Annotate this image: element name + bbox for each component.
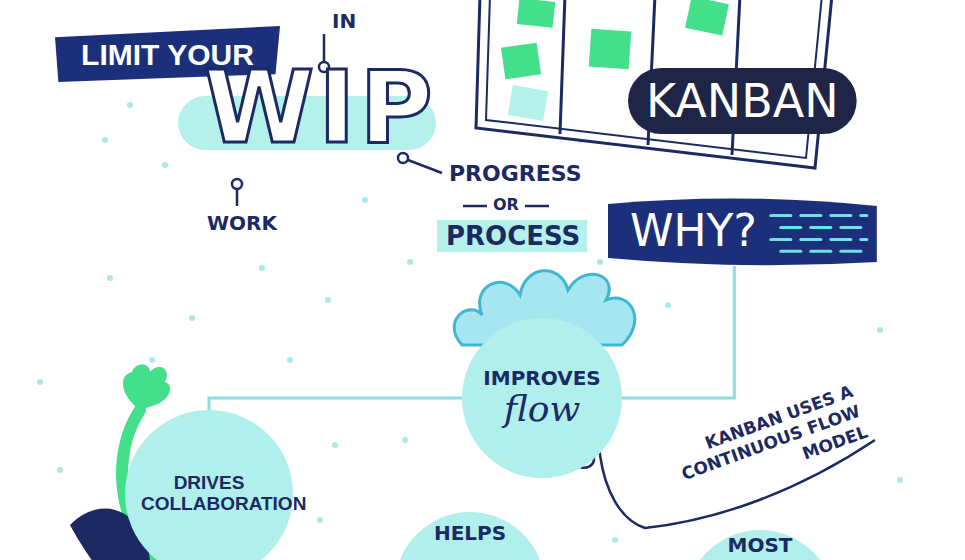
node-title: KANBAN <box>646 76 839 127</box>
connector-line <box>209 398 462 410</box>
node-title: MOST <box>728 534 793 556</box>
pill-fill <box>628 68 857 134</box>
annotation-label: OR <box>493 196 519 214</box>
annotation-label: PROGRESS <box>449 162 582 186</box>
annotation-label: WORK <box>207 212 277 234</box>
band-fill <box>608 198 877 265</box>
node-title: DRIVES COLLABORATION <box>141 473 277 515</box>
band-dash <box>781 226 801 229</box>
title-letters: WIP <box>204 58 437 158</box>
node-title: WHY? <box>630 207 757 255</box>
band-dash <box>801 214 821 217</box>
band-dash <box>831 238 851 241</box>
connector-line <box>622 266 734 398</box>
band-dash <box>861 238 867 241</box>
band-dash <box>861 214 867 217</box>
benefit-circle: IMPROVESflow <box>462 318 622 478</box>
benefit-circle: DRIVES COLLABORATION <box>125 410 293 560</box>
annotation-label: IN <box>332 10 356 32</box>
band-dash <box>771 214 791 217</box>
band-dash <box>811 226 831 229</box>
band-dash <box>831 214 851 217</box>
band-dash <box>841 226 861 229</box>
green-leaf <box>123 365 170 411</box>
node-subtitle: flow <box>504 389 581 429</box>
band-dash <box>801 238 821 241</box>
band-dash <box>771 238 791 241</box>
band-dash <box>841 250 861 253</box>
node-title: IMPROVES <box>483 367 600 389</box>
annotation-label: PROCESS <box>446 222 580 251</box>
band-dash <box>781 250 801 253</box>
circle-fill <box>125 410 293 560</box>
kanban-badge: KANBAN <box>628 68 857 134</box>
circle-fill <box>685 530 835 560</box>
banner-text: KANBAN USES A CONTINUOUS FLOW MODEL <box>618 381 870 525</box>
circle-fill <box>462 318 622 478</box>
benefit-circle: HELPS <box>395 512 545 560</box>
circle-fill <box>395 512 545 560</box>
node-title: HELPS <box>434 522 506 544</box>
band-dash <box>811 250 831 253</box>
highlight <box>437 220 587 252</box>
benefit-circle: MOST <box>685 530 835 560</box>
why-banner: WHY? <box>608 196 877 266</box>
